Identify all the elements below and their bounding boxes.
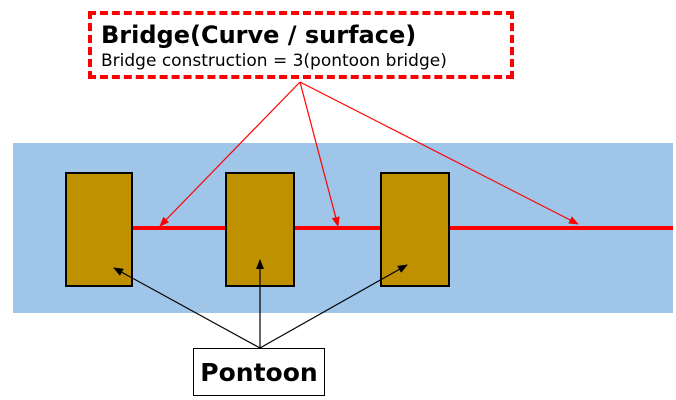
pontoon-3 xyxy=(380,172,450,287)
pontoon-2 xyxy=(225,172,295,287)
pontoon-1 xyxy=(65,172,133,287)
callout-box: Bridge(Curve / surface) Bridge construct… xyxy=(88,11,514,79)
callout-subtitle: Bridge construction = 3(pontoon bridge) xyxy=(101,51,447,71)
pontoon-label: Pontoon xyxy=(200,357,318,387)
pontoon-label-box: Pontoon xyxy=(193,348,325,396)
callout-title: Bridge(Curve / surface) xyxy=(101,21,417,49)
